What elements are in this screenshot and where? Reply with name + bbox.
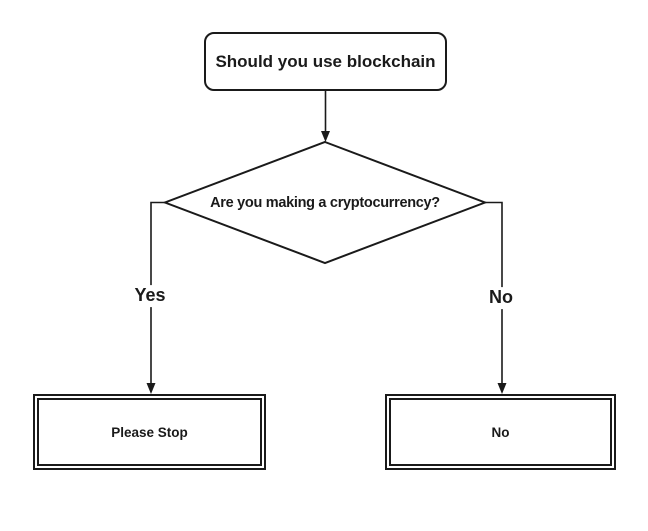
node-outcome-yes-label: Please Stop: [111, 424, 188, 440]
node-decision-label: Are you making a cryptocurrency?: [210, 194, 440, 211]
node-outcome-no-label: No: [491, 424, 510, 440]
node-outcome-yes-inner-border: Please Stop: [37, 398, 262, 466]
connector-no-branch: [485, 201, 503, 386]
decision-diamond-shape: [162, 140, 488, 265]
node-outcome-no: No: [385, 394, 616, 470]
arrowhead-into-please-stop-icon: [146, 383, 156, 394]
connector-yes-branch: [150, 201, 165, 386]
edge-label-yes: Yes: [130, 285, 170, 307]
node-outcome-yes: Please Stop: [33, 394, 266, 470]
node-start-label: Should you use blockchain: [215, 51, 436, 71]
node-outcome-no-inner-border: No: [389, 398, 612, 466]
edge-label-no: No: [485, 287, 517, 309]
arrowhead-into-no-box-icon: [497, 383, 507, 394]
node-start: Should you use blockchain: [204, 32, 447, 91]
arrowhead-into-decision-icon: [321, 131, 330, 142]
